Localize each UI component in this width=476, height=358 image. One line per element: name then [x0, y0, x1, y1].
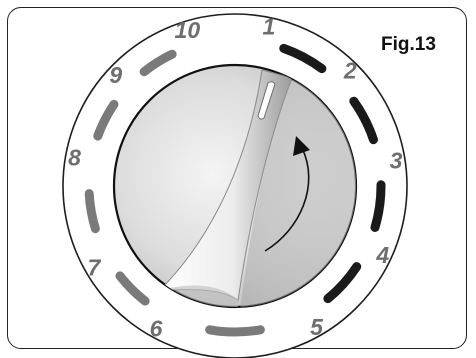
dial-tick-mark [210, 330, 261, 332]
dial-number-label: 3 [390, 148, 403, 174]
dial-number-label: 10 [175, 17, 201, 43]
dial-number-label: 6 [150, 316, 163, 342]
dial-number-label: 5 [310, 314, 324, 340]
dial-number-label: 8 [68, 145, 81, 171]
dial-number-label: 4 [375, 242, 389, 268]
dial-number-label: 2 [343, 58, 357, 84]
dial-number-label: 7 [87, 255, 101, 281]
figure-label: Fig.13 [381, 34, 436, 56]
dial-number-label: 9 [109, 62, 122, 88]
dial-number-label: 1 [262, 14, 275, 40]
